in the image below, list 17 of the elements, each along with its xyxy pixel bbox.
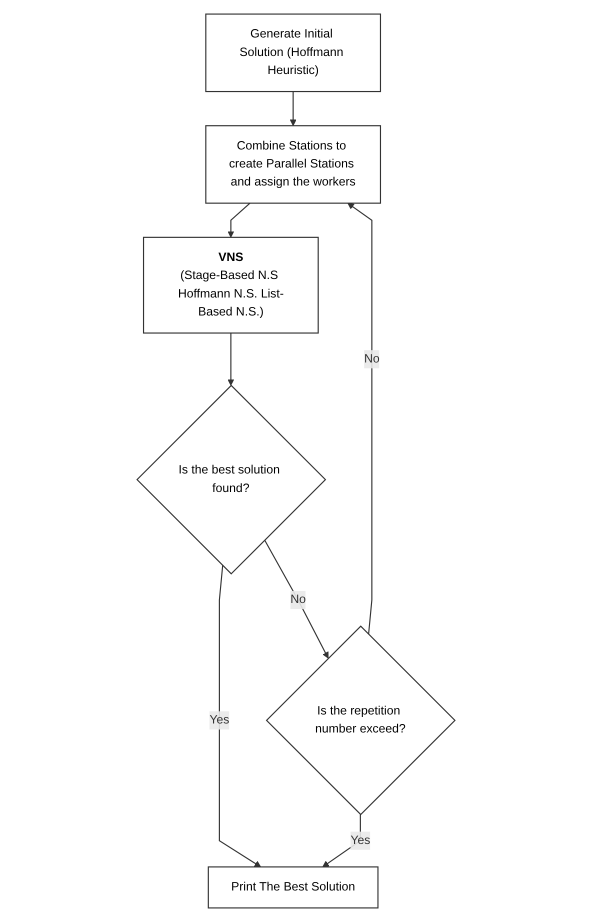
node-box: Combine Stations to create Parallel Stations and assign the workers <box>205 125 382 204</box>
node-box: Generate Initial Solution (Hoffmann Heuristic) <box>205 14 382 92</box>
node-box: Print The Best Solution <box>208 866 379 908</box>
arrow <box>264 540 329 659</box>
node-diamond: Is the best solution found? <box>136 384 326 575</box>
edge-label: Yes <box>350 834 370 847</box>
arrow <box>218 566 262 868</box>
edge-label: No <box>290 593 306 606</box>
edge-label: Yes <box>209 714 230 726</box>
arrow <box>322 814 361 868</box>
edge-label: No <box>364 352 380 366</box>
arrow <box>347 202 372 634</box>
arrow <box>228 333 234 386</box>
node-box: VNS (Stage-Based N.S Hoffmann N.S. List-Based N.S.) <box>142 236 319 334</box>
arrow <box>290 92 296 126</box>
arrow <box>228 202 250 238</box>
node-diamond: Is the repetition number exceed? <box>266 625 456 816</box>
